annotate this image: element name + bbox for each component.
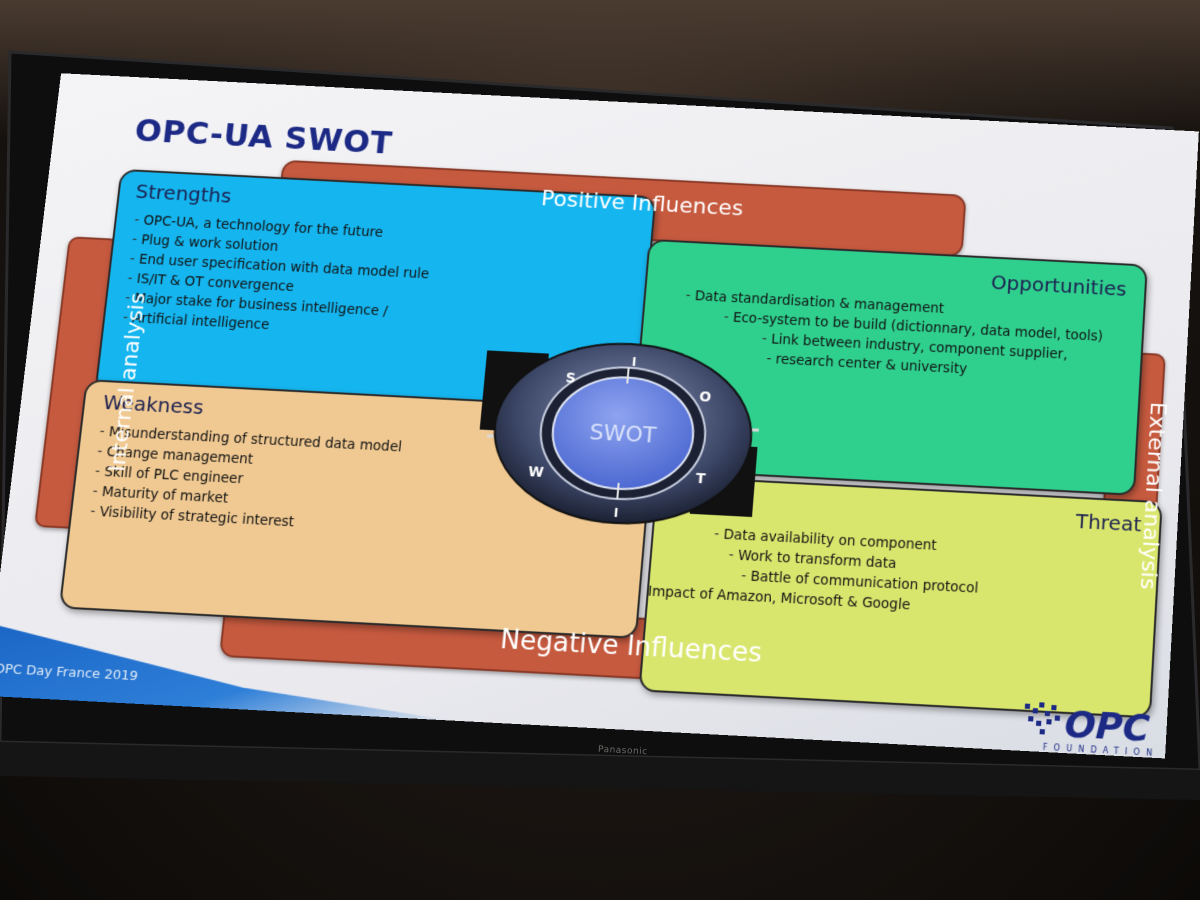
strengths-title: Strengths	[135, 179, 233, 207]
strengths-list: OPC-UA, a technology for the future Plug…	[122, 210, 434, 343]
hub-letter-w: W	[528, 464, 545, 481]
threat-title: Threat	[1075, 509, 1142, 537]
hub-letter-t: T	[695, 471, 706, 488]
swot-hub: SWOT S O T W I I	[479, 327, 766, 540]
hub-center-label: SWOT	[589, 420, 658, 449]
hub-letter-s: S	[565, 370, 576, 386]
weakness-list: Misunderstanding of structured data mode…	[89, 422, 403, 538]
opc-logo-text: OPC	[1063, 703, 1150, 750]
hub-letter-o: O	[699, 389, 712, 406]
opportunities-title: Opportunities	[990, 270, 1127, 300]
slide-canvas: OPC-UA SWOT Strengths OPC-UA, a technolo…	[0, 73, 1199, 758]
